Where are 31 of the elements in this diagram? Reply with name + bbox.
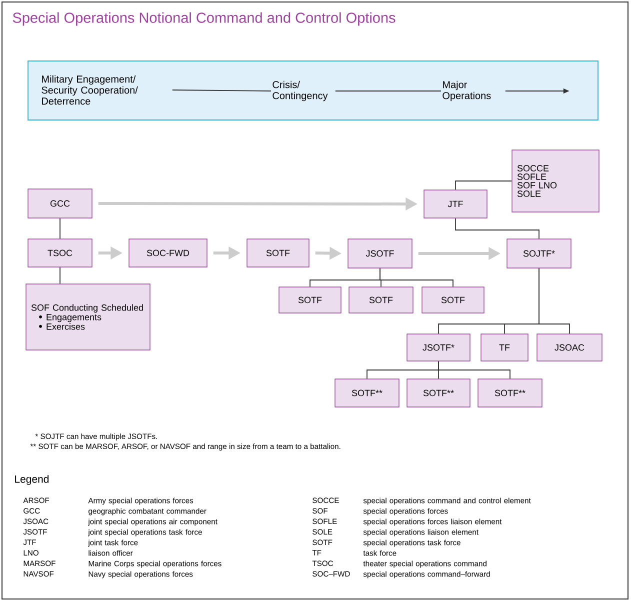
org-box: SOF Conducting Scheduled Engagements Exercises	[26, 284, 150, 350]
org-box: SOTF	[422, 286, 484, 314]
org-box: SOTF**	[406, 378, 470, 408]
org-box: SOTF	[246, 238, 310, 268]
phase-label: Military Engagement/ Security Cooperation/ Deterrence	[42, 75, 138, 105]
org-box: JSOTF	[348, 238, 412, 268]
banner-box	[28, 60, 598, 120]
title: Special Operations Notional Command and Control Options	[12, 12, 396, 26]
connector-line	[455, 180, 512, 190]
org-box: SOTF**	[478, 378, 542, 408]
org-box: SOTF**	[334, 378, 400, 408]
connector-line	[438, 360, 510, 380]
connector-line	[455, 218, 540, 240]
connector-line	[380, 268, 454, 288]
org-box: TF	[480, 334, 528, 362]
org-box: SOJTF*	[506, 238, 572, 268]
connector-line	[172, 90, 272, 92]
org-box: JSOAC	[536, 334, 602, 362]
legend-heading: Legend	[15, 475, 49, 485]
connector-line	[334, 90, 442, 92]
phase-label: Crisis/ Contingency	[272, 80, 328, 102]
org-box: SOTF	[348, 286, 414, 314]
org-box: JTF	[424, 190, 488, 218]
org-box: JSOTF*	[406, 334, 470, 362]
org-box: SOCCE SOFLE SOF LNO SOLE	[512, 150, 600, 212]
phase-label: Major Operations	[442, 80, 491, 102]
org-box: SOTF	[278, 286, 342, 314]
org-box: SOC-FWD	[128, 238, 208, 268]
connector-line	[538, 268, 570, 334]
org-box: GCC	[28, 188, 92, 218]
org-box: TSOC	[28, 238, 92, 268]
